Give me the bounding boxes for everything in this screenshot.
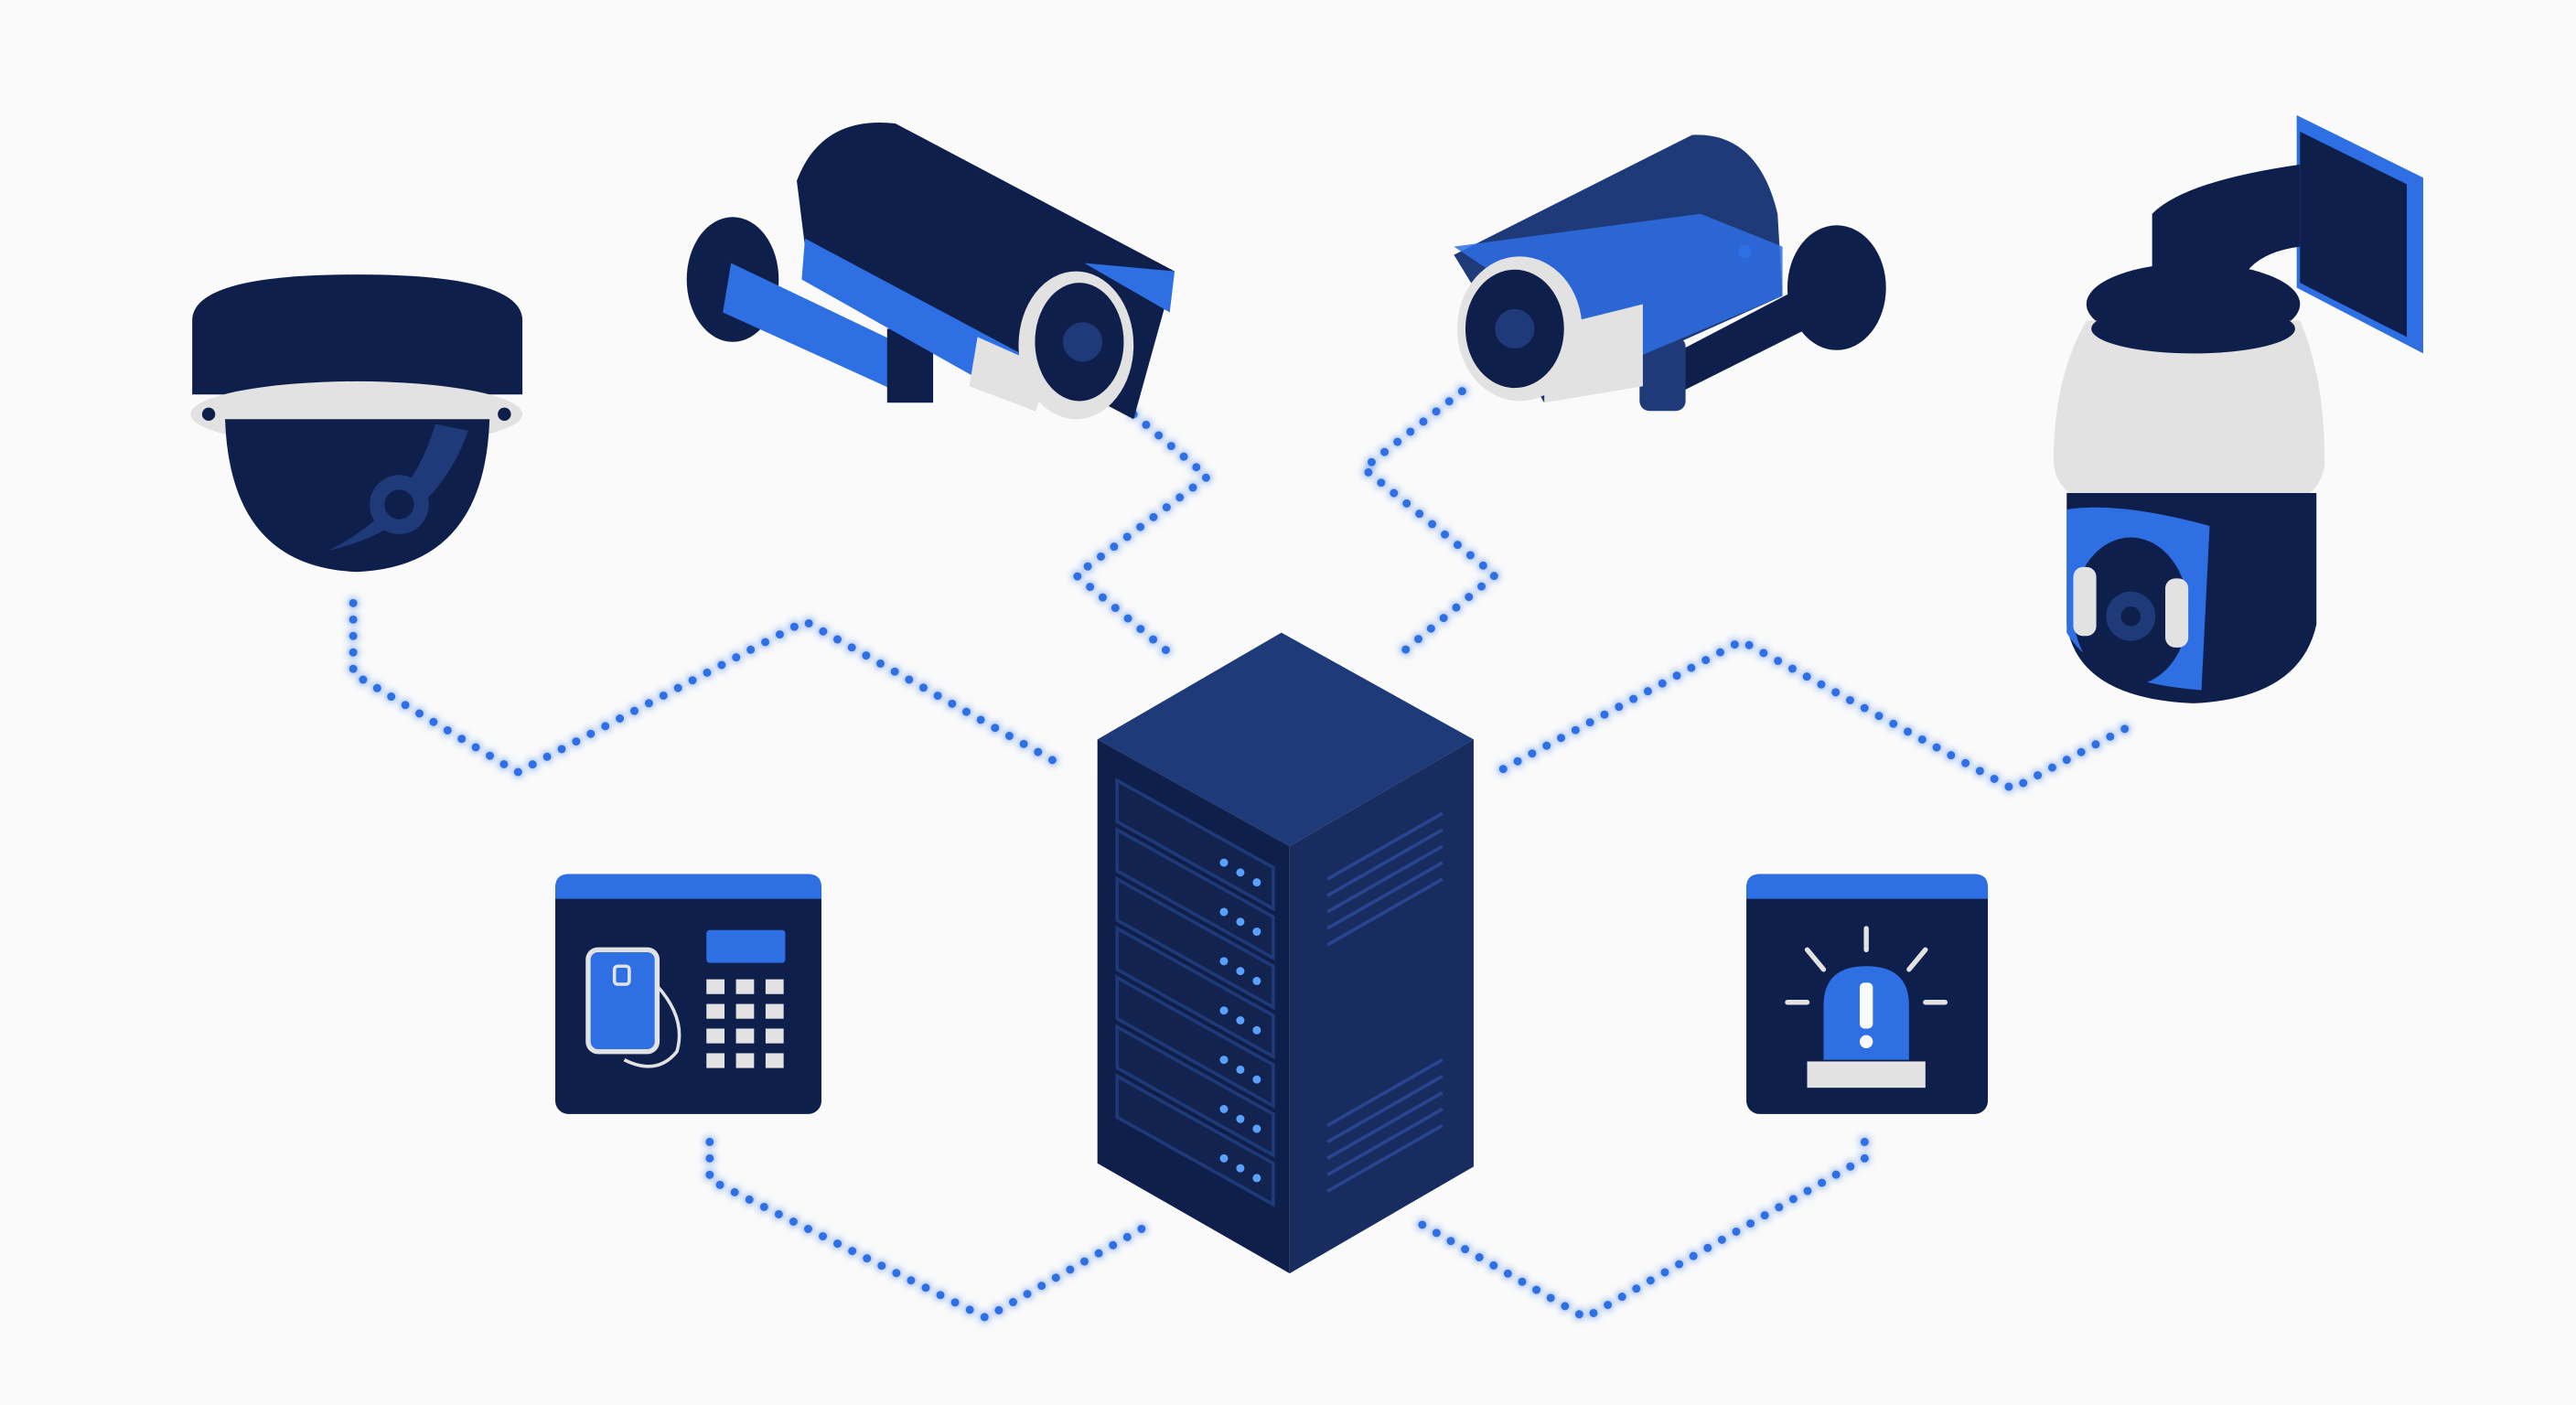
server-units [1115,778,1275,1207]
link-bullet-left-to-server [1071,410,1212,662]
link-dome-to-server [349,598,1064,777]
dome-camera-icon[interactable] [190,274,523,573]
keypad-card-reader-icon[interactable] [555,874,821,1114]
link-access-to-server [705,1137,1154,1323]
link-alarm-to-server [1416,1137,1869,1323]
bullet-camera-right-icon[interactable] [1454,134,1886,412]
server-icon[interactable] [1097,632,1474,1274]
server-vents [1326,811,1444,1193]
link-bullet-right-to-server [1359,387,1499,662]
ptz-camera-icon[interactable] [2053,114,2423,703]
alarm-siren-icon[interactable] [1746,874,1989,1114]
server-leds [1219,858,1261,1183]
link-ptz-to-server [1498,637,2141,793]
bullet-camera-left-icon[interactable] [686,122,1175,420]
